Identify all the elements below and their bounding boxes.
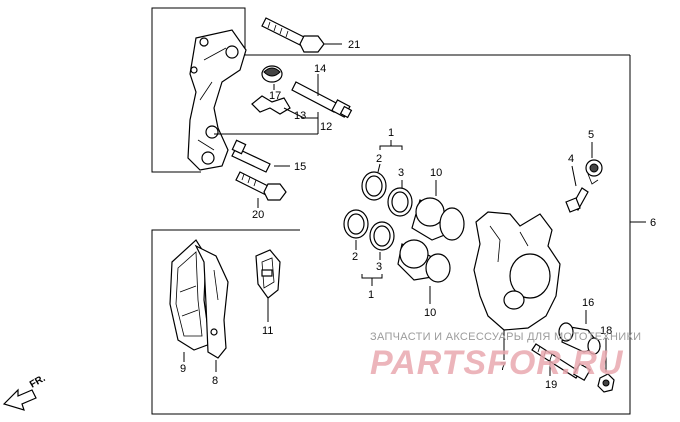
slide-pin-19	[531, 343, 592, 382]
caliper-body-7	[473, 211, 561, 331]
callout-18: 18	[600, 325, 612, 337]
spring-clip-13	[251, 95, 291, 115]
pin-15	[231, 139, 271, 173]
bracket-1-top	[379, 145, 403, 150]
pad-spring-11	[255, 249, 281, 299]
bleed-cap-5	[585, 159, 603, 185]
watermark-logo: PARTSFOR.RU	[370, 344, 624, 382]
callout-13: 13	[294, 110, 306, 122]
callout-11: 11	[262, 325, 273, 337]
pin-14	[291, 81, 353, 119]
piston-10-lower	[397, 239, 451, 283]
callout-7: 7	[500, 361, 506, 373]
bracket-1-bottom	[361, 274, 383, 279]
callout-19: 19	[545, 379, 557, 391]
callout-20: 20	[252, 209, 264, 221]
callout-9: 9	[180, 363, 186, 375]
callout-5: 5	[588, 129, 594, 141]
caliper-group-outline	[151, 55, 631, 415]
boot-16	[558, 322, 601, 355]
seal-3-upper	[387, 187, 413, 217]
callout-2-bottom: 2	[352, 251, 358, 263]
callout-21: 21	[348, 39, 360, 51]
watermark-subtitle: ЗАПЧАСТИ И АКСЕССУАРЫ ДЛЯ МОТОТЕХНИКИ	[370, 331, 641, 343]
seal-2-lower	[343, 209, 369, 239]
brake-pad-8	[194, 244, 229, 359]
leader-2-top	[377, 163, 381, 173]
callout-4: 4	[568, 153, 574, 165]
leader-4	[571, 165, 577, 187]
leader-13	[283, 107, 318, 119]
caliper-bracket	[187, 29, 247, 171]
callout-3-top: 3	[398, 167, 404, 179]
bracket-group-outline	[151, 7, 246, 173]
boot-17	[261, 65, 283, 83]
front-direction-label: FR.	[28, 373, 48, 391]
callout-1-bottom: 1	[368, 289, 374, 301]
nut-18	[597, 373, 615, 393]
callout-2-top: 2	[376, 153, 382, 165]
seal-3-lower	[369, 221, 395, 251]
callout-14: 14	[314, 63, 326, 75]
piston-10-upper	[411, 197, 465, 241]
callout-1-top: 1	[388, 127, 394, 139]
front-direction-arrow: FR.	[2, 373, 48, 411]
bolt-20	[235, 171, 287, 201]
callout-10-bottom: 10	[424, 307, 436, 319]
callout-17: 17	[269, 90, 281, 102]
seal-2-upper	[361, 171, 387, 201]
callout-16: 16	[582, 297, 594, 309]
bolt-21	[261, 17, 325, 53]
callout-6: 6	[650, 217, 656, 229]
callout-12: 12	[320, 121, 332, 133]
callout-8: 8	[212, 375, 218, 387]
callout-10-top: 10	[430, 167, 442, 179]
callout-15: 15	[294, 161, 306, 173]
callout-3-bottom: 3	[376, 261, 382, 273]
bleed-valve-4	[565, 187, 589, 213]
